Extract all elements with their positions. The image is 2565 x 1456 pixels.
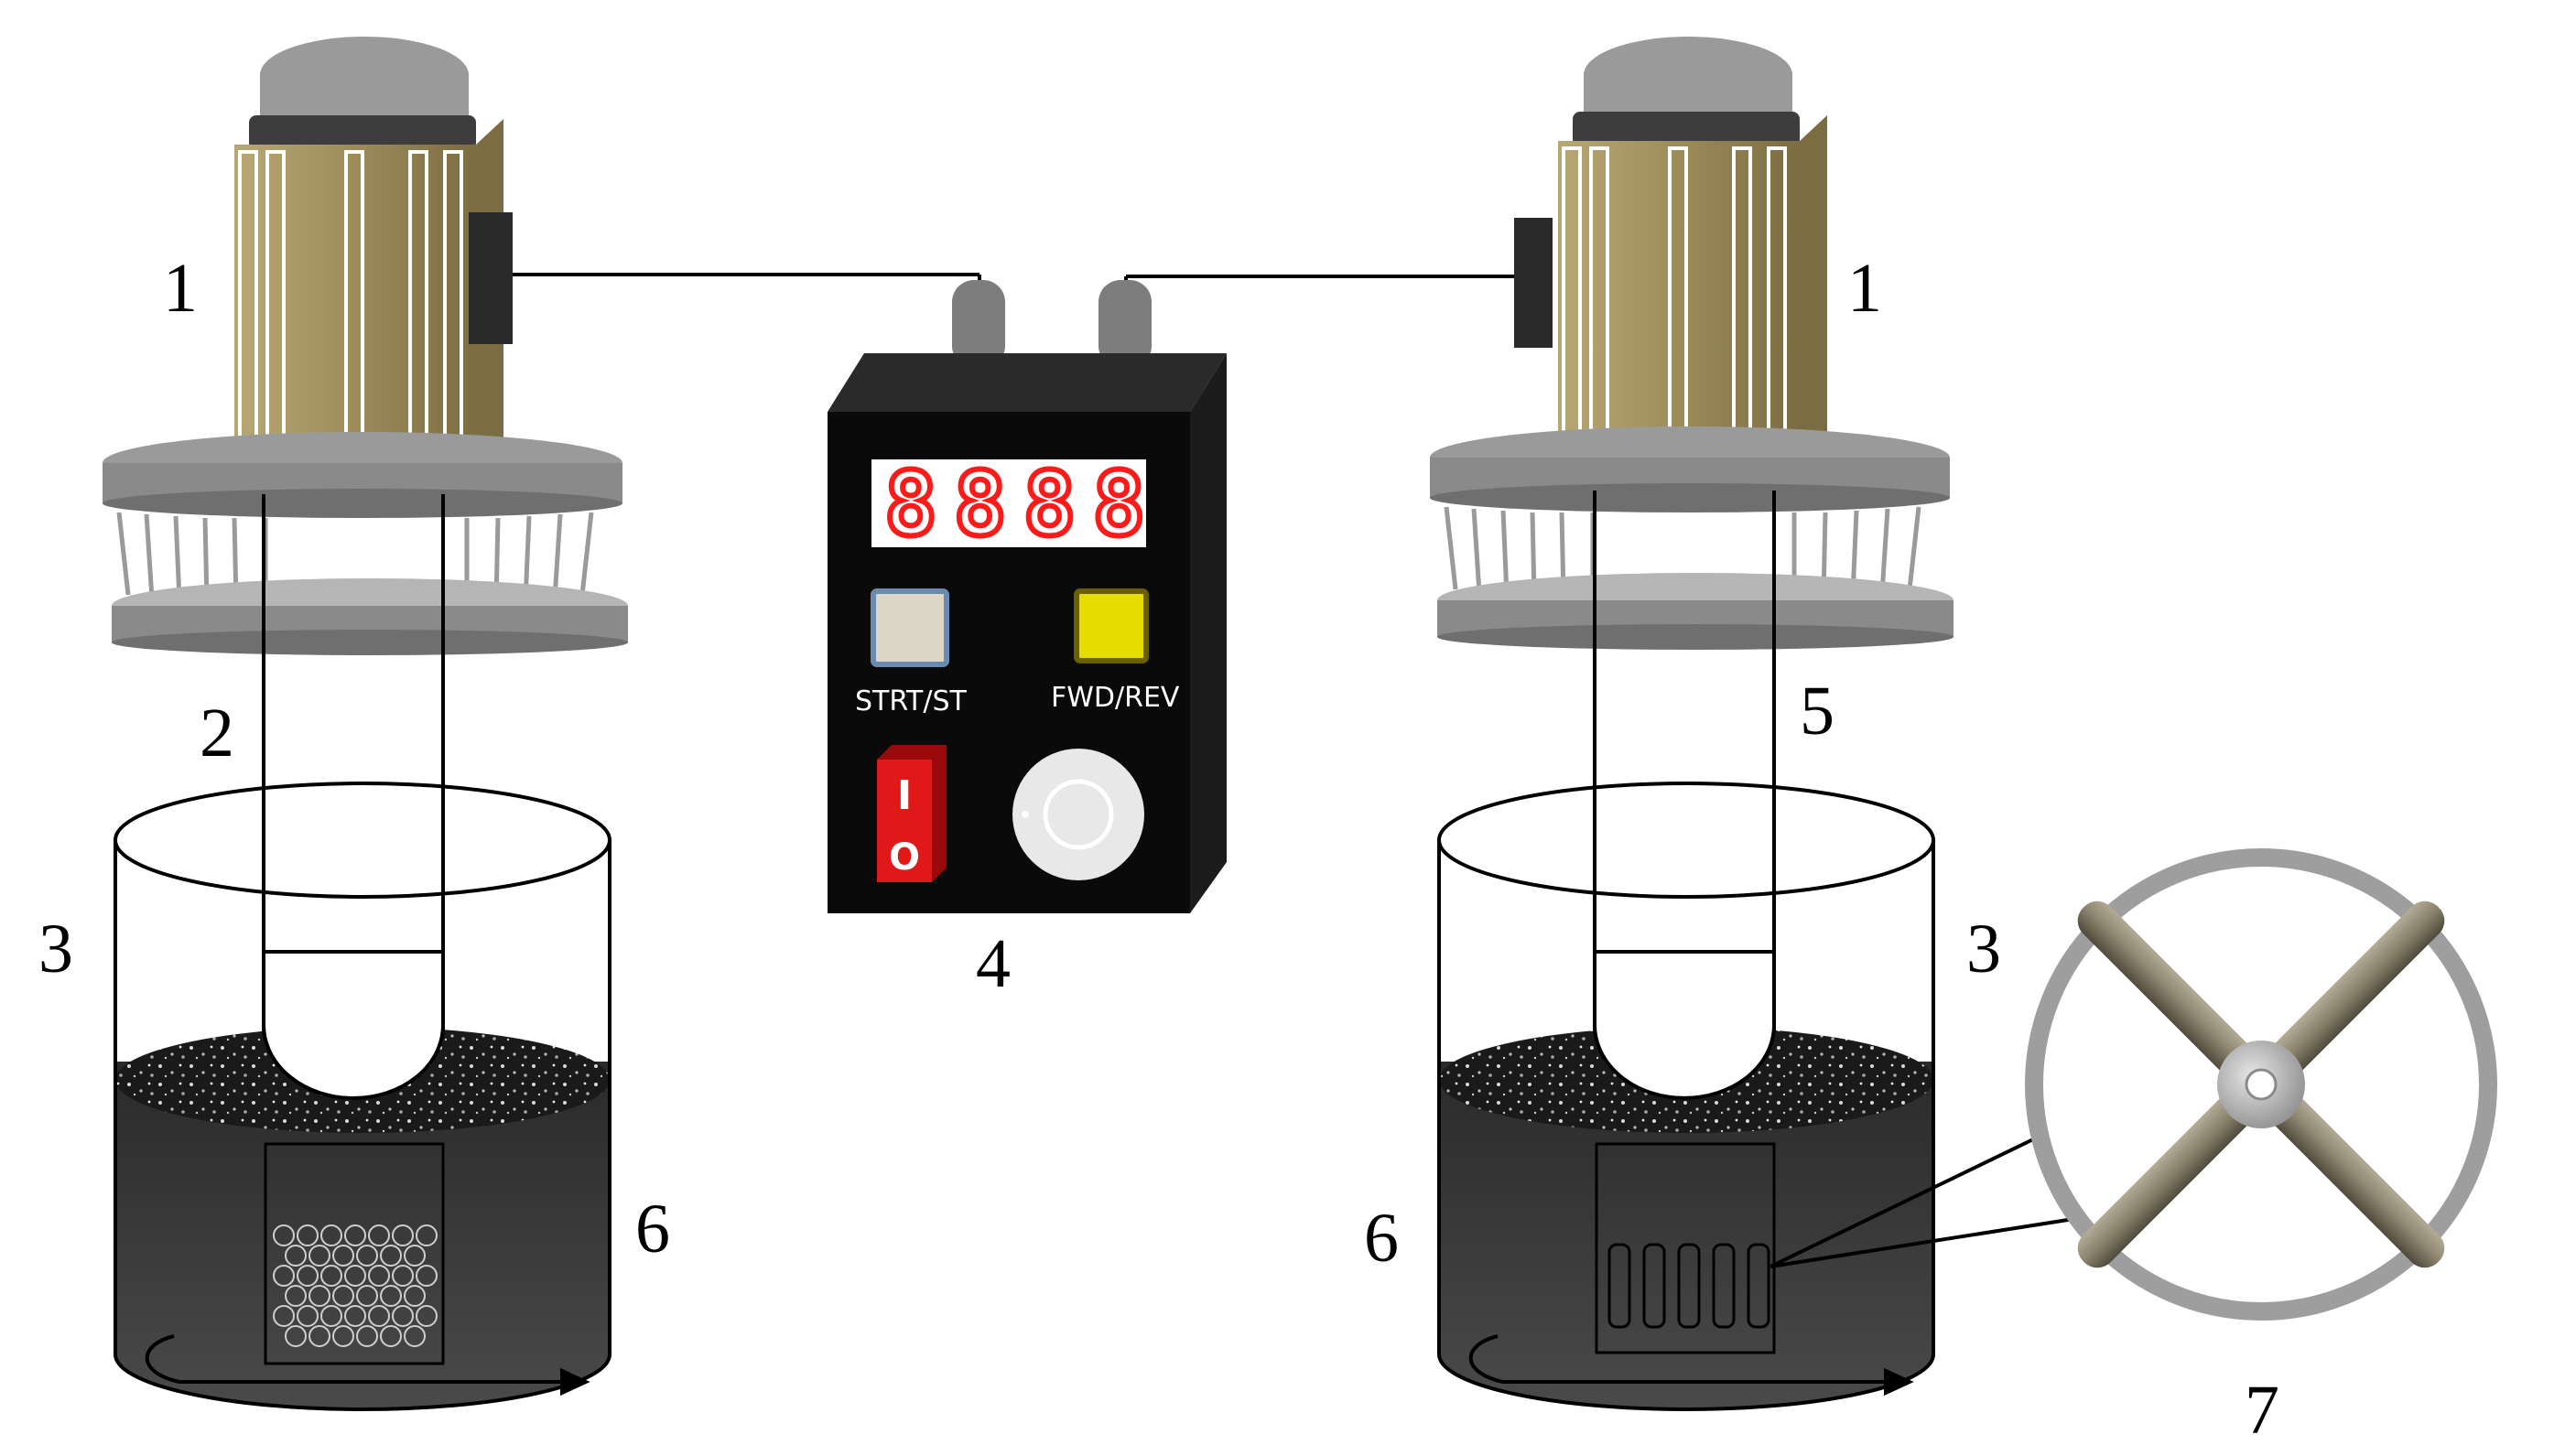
callout-slurry-left: 6 bbox=[635, 1191, 670, 1267]
left-shaft-tip bbox=[262, 950, 445, 1100]
right-vessel bbox=[1437, 782, 1935, 1411]
left-motor-junction-box bbox=[469, 212, 513, 344]
callout-slurry-right: 6 bbox=[1364, 1200, 1399, 1277]
speed-knob[interactable] bbox=[1012, 749, 1144, 880]
right-bladed-impeller bbox=[1595, 1142, 1776, 1354]
detail-leader-lower bbox=[1770, 1215, 2086, 1268]
speed-controller: 8888 STRT/ST FWD/REV I O bbox=[513, 273, 1514, 913]
callout-motor-left: 1 bbox=[163, 250, 198, 327]
impeller-detail bbox=[1770, 848, 2497, 1321]
power-switch-off-label: O bbox=[889, 836, 920, 879]
callout-motor-right: 1 bbox=[1847, 250, 1882, 327]
right-motor-junction-box bbox=[1514, 218, 1553, 348]
power-switch[interactable]: I O bbox=[877, 745, 947, 882]
left-basket-impeller bbox=[264, 1142, 445, 1365]
fwd-rev-label: FWD/REV bbox=[1051, 682, 1180, 714]
start-stop-button[interactable] bbox=[871, 588, 949, 667]
detail-leader-upper bbox=[1770, 1124, 2062, 1268]
callout-vessel-left: 3 bbox=[38, 911, 73, 987]
callout-impeller-detail: 7 bbox=[2245, 1372, 2279, 1449]
left-motor bbox=[234, 119, 513, 476]
right-motor bbox=[1514, 115, 1827, 472]
left-stirrer bbox=[103, 37, 628, 1411]
right-shaft-tip bbox=[1593, 950, 1776, 1100]
right-rotation-arrow bbox=[1468, 1334, 1914, 1397]
start-stop-label: STRT/ST bbox=[855, 685, 968, 717]
right-cable-port bbox=[1099, 280, 1152, 368]
right-clamp bbox=[1430, 426, 1954, 650]
power-switch-on-label: I bbox=[897, 772, 912, 819]
rpm-display bbox=[871, 459, 1146, 547]
left-clamp bbox=[103, 432, 628, 655]
right-stirrer bbox=[1430, 37, 1954, 1411]
callout-controller: 4 bbox=[976, 925, 1011, 1002]
left-rotation-arrow bbox=[145, 1334, 590, 1397]
left-cable-port bbox=[952, 280, 1005, 368]
callout-vessel-right: 3 bbox=[1966, 911, 2001, 987]
left-vessel bbox=[114, 782, 611, 1411]
fwd-rev-button[interactable] bbox=[1074, 588, 1149, 663]
callout-shaft-right: 5 bbox=[1800, 673, 1834, 750]
callout-shaft-left: 2 bbox=[200, 695, 234, 771]
rpm-display-value: 8888 bbox=[884, 453, 1162, 555]
